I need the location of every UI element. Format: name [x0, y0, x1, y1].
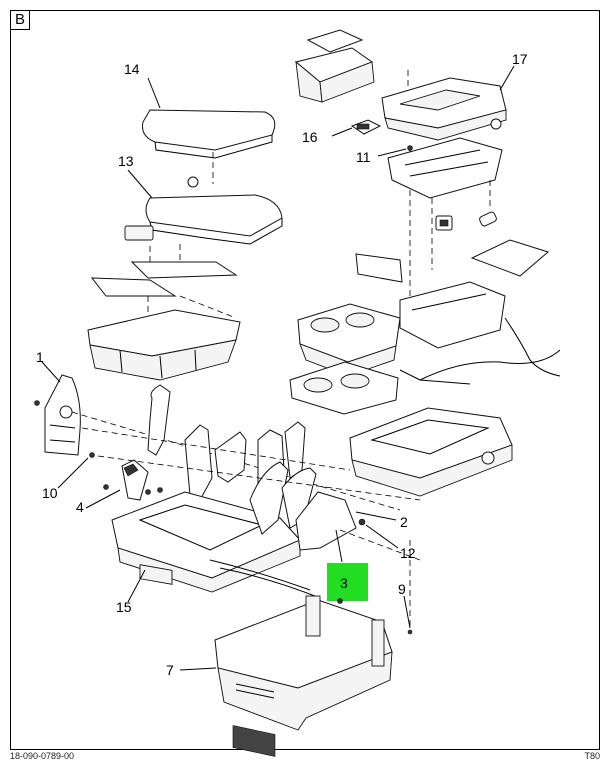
- callout-13: 13: [118, 153, 134, 169]
- wiring-harness[interactable]: [419, 349, 561, 381]
- leader-14: [147, 77, 161, 109]
- pad-lower[interactable]: [90, 277, 177, 297]
- part-14-cushion[interactable]: [142, 109, 276, 159]
- cup-holder-base[interactable]: [289, 361, 399, 415]
- part-12-bolt[interactable]: [358, 518, 366, 526]
- usb-port[interactable]: [479, 211, 498, 227]
- part-3-fastener[interactable]: [337, 598, 343, 604]
- diagram-frame: [10, 10, 600, 750]
- callout-7: 7: [166, 662, 174, 678]
- callout-14: 14: [124, 61, 140, 77]
- wiring-harness[interactable]: [399, 369, 471, 385]
- leader-10: [57, 457, 89, 489]
- leader-13: [127, 169, 153, 199]
- release-cable[interactable]: [209, 559, 311, 591]
- recliner-bracket-center[interactable]: [184, 424, 213, 501]
- callout-16: 16: [302, 129, 318, 145]
- callout-17: 17: [512, 51, 528, 67]
- align-line: [339, 529, 421, 561]
- callout-10: 10: [42, 485, 58, 501]
- bolt[interactable]: [157, 487, 163, 493]
- recliner-bracket-mid[interactable]: [214, 431, 247, 483]
- part-15-lower-frame[interactable]: [111, 491, 301, 593]
- part-1-side-bracket[interactable]: [44, 374, 81, 456]
- bolt[interactable]: [103, 484, 109, 490]
- leader-3: [335, 529, 343, 563]
- console-bracket[interactable]: [399, 281, 506, 349]
- leader-1: [41, 361, 61, 383]
- callout-12: 12: [400, 545, 416, 561]
- part-16-latch[interactable]: [350, 119, 382, 135]
- leader-4: [85, 489, 121, 509]
- callout-3: 3: [340, 575, 348, 591]
- floor-mat[interactable]: [470, 239, 550, 277]
- leader-16: [331, 127, 353, 137]
- figure-id: 18-090-0789-00: [10, 751, 75, 761]
- part-7-lower-cover[interactable]: [214, 595, 393, 757]
- leader-11: [377, 148, 407, 157]
- part-4-belt-buckle[interactable]: [121, 459, 149, 501]
- screw[interactable]: [34, 400, 40, 406]
- part-2-back-bracket[interactable]: [249, 461, 357, 551]
- align-line: [97, 455, 421, 501]
- callout-15: 15: [116, 599, 132, 615]
- leader-15: [127, 569, 146, 603]
- console-base[interactable]: [349, 407, 513, 497]
- hinge-plate[interactable]: [387, 137, 503, 199]
- section-label: B: [10, 10, 30, 30]
- align-line: [179, 295, 237, 319]
- leader-12: [365, 524, 399, 549]
- page-code: T80: [584, 751, 600, 761]
- part-3-highlight[interactable]: 3: [327, 563, 368, 601]
- power-outlet[interactable]: [435, 215, 453, 231]
- callout-11: 11: [356, 149, 371, 165]
- release-cable[interactable]: [219, 567, 321, 599]
- bolt[interactable]: [145, 489, 151, 495]
- seat-tray[interactable]: [87, 309, 241, 381]
- leader-2: [355, 511, 397, 521]
- callout-4: 4: [76, 499, 84, 515]
- callout-9: 9: [398, 581, 406, 597]
- leader-17: [499, 65, 515, 91]
- recliner-bracket-left[interactable]: [147, 384, 171, 456]
- leader-7: [179, 667, 217, 671]
- part-11-screw[interactable]: [407, 145, 413, 151]
- part-10-bolt[interactable]: [89, 452, 95, 458]
- leader-9: [403, 595, 411, 629]
- part-17-console-lid[interactable]: [381, 77, 507, 141]
- cup-holder-insert[interactable]: [297, 303, 401, 377]
- part-9-screw[interactable]: [407, 629, 413, 635]
- pad-upper[interactable]: [130, 261, 238, 279]
- part-13-cushion-frame[interactable]: [124, 176, 283, 245]
- align-line: [81, 427, 351, 471]
- small-lid[interactable]: [294, 29, 375, 103]
- callout-2: 2: [400, 514, 408, 530]
- wiring-harness[interactable]: [504, 317, 561, 377]
- callout-1: 1: [36, 349, 44, 365]
- trim-panel[interactable]: [355, 253, 403, 283]
